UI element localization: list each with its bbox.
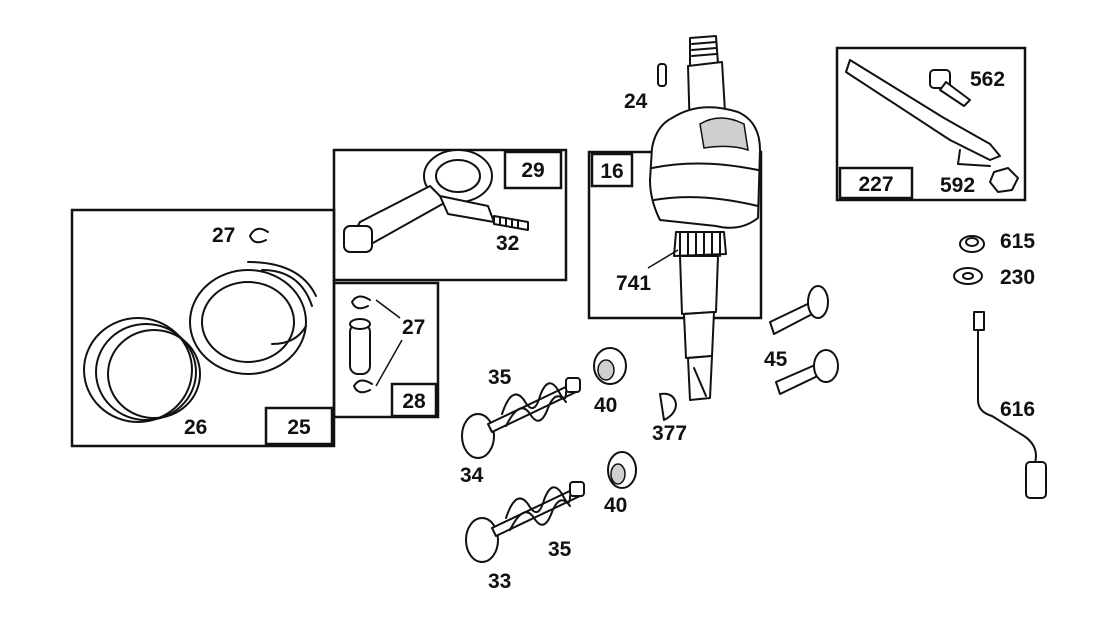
governor-link-frame — [835, 46, 1027, 202]
label-35-upper: 35 — [488, 366, 512, 389]
leader-27-lower — [375, 299, 403, 387]
label-29: 29 — [521, 159, 544, 182]
piston-part — [189, 261, 317, 375]
label-45: 45 — [764, 348, 788, 371]
label-592: 592 — [940, 174, 975, 197]
connecting-rod-part — [343, 149, 495, 253]
label-616: 616 — [1000, 398, 1035, 421]
label-24: 24 — [624, 90, 648, 113]
label-35-lower: 35 — [548, 538, 572, 561]
retaining-ring-icon — [249, 227, 269, 244]
label-27-lower: 27 — [402, 316, 425, 339]
tag-25: 25 — [264, 406, 334, 446]
label-32: 32 — [496, 232, 519, 255]
valve-tappet-upper-part — [769, 285, 829, 335]
screw-562-part — [929, 69, 971, 107]
label-562: 562 — [970, 68, 1005, 91]
rod-bolt-32-part — [493, 215, 529, 231]
nut-615-part — [959, 235, 985, 253]
label-377: 377 — [652, 422, 687, 445]
label-230: 230 — [1000, 266, 1035, 289]
exhaust-valve-part — [461, 377, 581, 459]
valve-spring-lower-part — [505, 486, 571, 531]
tag-28: 28 — [390, 382, 438, 418]
piston-pin-part — [349, 318, 371, 375]
label-26: 26 — [184, 416, 207, 439]
nut-592-part — [989, 167, 1019, 193]
valve-spring-upper-part — [501, 382, 567, 427]
label-40-upper: 40 — [594, 394, 617, 417]
pin-clip-lower-icon — [353, 379, 373, 394]
label-615: 615 — [1000, 230, 1035, 253]
washer-230-part — [953, 267, 983, 285]
label-40-lower: 40 — [604, 494, 627, 517]
label-227: 227 — [858, 173, 893, 196]
valve-tappet-lower-part — [775, 349, 839, 395]
tag-29: 29 — [503, 150, 563, 190]
label-28: 28 — [402, 390, 426, 413]
leader-741 — [647, 249, 679, 269]
label-741: 741 — [616, 272, 651, 295]
piston-rings-part — [83, 317, 201, 423]
valve-retainer-lower-part — [607, 451, 637, 489]
link-rod-616-part — [973, 311, 1047, 499]
label-25: 25 — [287, 416, 311, 439]
piston-pin-frame — [332, 281, 440, 419]
crankshaft-part — [649, 35, 761, 401]
governor-lever-part — [845, 59, 1001, 167]
pin-clip-upper-icon — [351, 295, 371, 310]
key-24-part — [657, 63, 667, 87]
tag-227: 227 — [838, 166, 914, 200]
label-16: 16 — [600, 160, 623, 183]
label-34: 34 — [460, 464, 484, 487]
label-33: 33 — [488, 570, 511, 593]
tag-16: 16 — [590, 152, 634, 188]
label-27-upper: 27 — [212, 224, 235, 247]
valve-retainer-upper-part — [593, 347, 627, 385]
woodruff-key-377-part — [659, 392, 677, 421]
